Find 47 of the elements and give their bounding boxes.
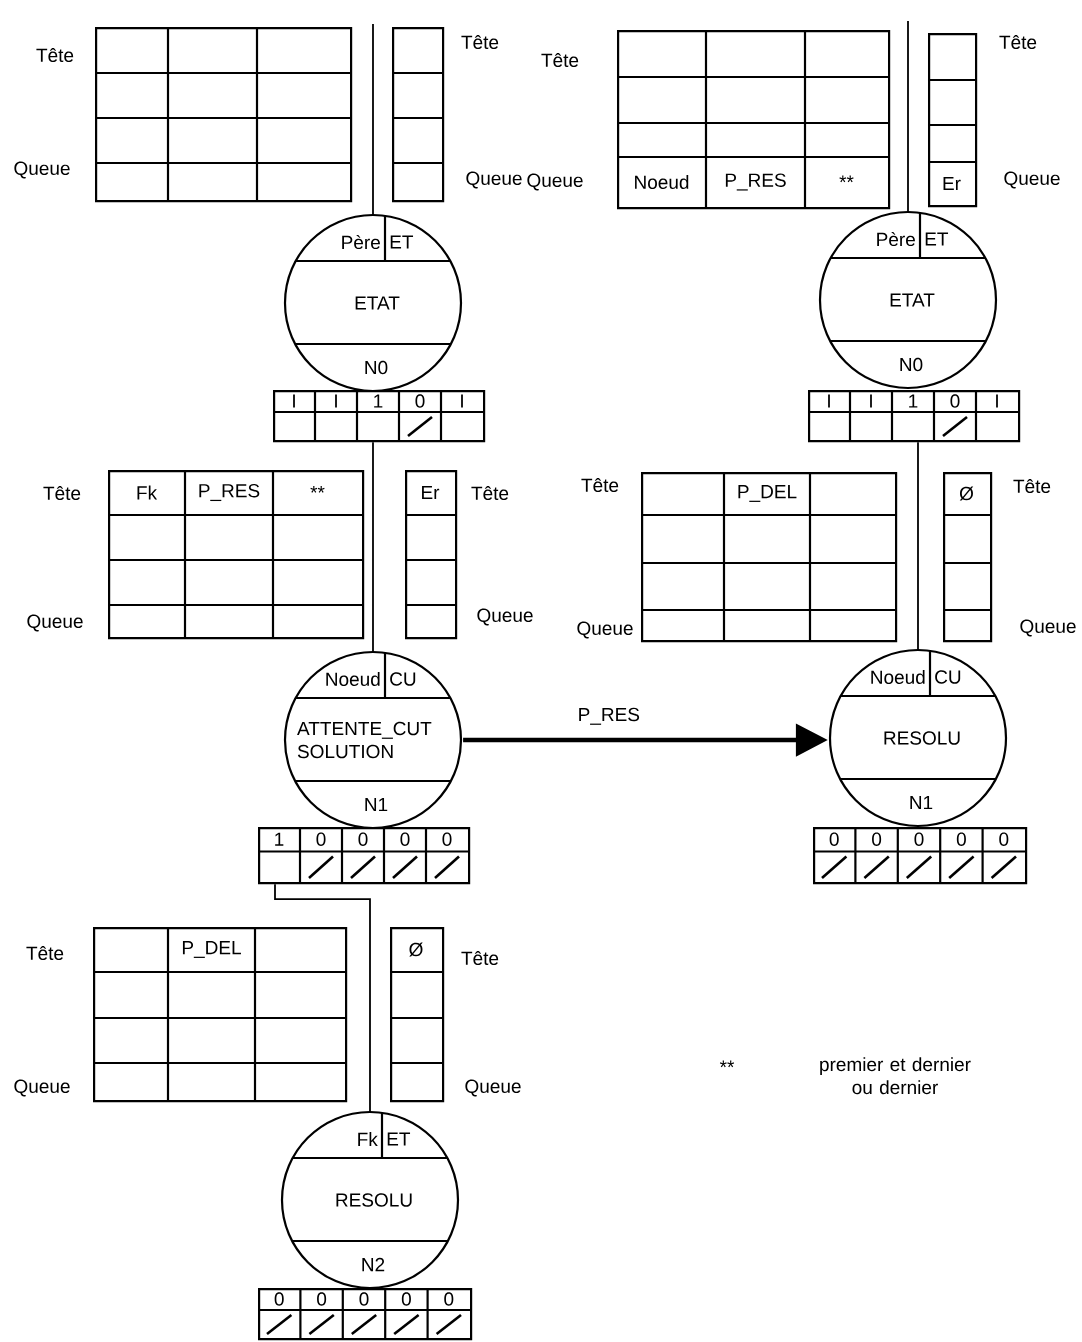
side-label: Tête (999, 35, 1037, 50)
footnote-text: premier et dernier ou dernier (820, 1057, 971, 1095)
bit-array: I I 1 0 I (808, 390, 1021, 443)
queue-column: Er (928, 33, 978, 208)
side-label: Queue (466, 171, 522, 189)
side-label: Queue (1004, 171, 1060, 189)
bit-array: I I 1 0 I (273, 390, 486, 443)
node-label: Fk (137, 485, 158, 500)
side-label: Queue (1020, 619, 1076, 637)
side-label: Queue (27, 614, 83, 632)
side-label: Tête (461, 951, 499, 965)
side-label: Tête (471, 486, 509, 500)
side-label: Tête (26, 946, 64, 960)
side-label: Queue (477, 608, 533, 626)
node-label: ** (310, 485, 325, 493)
queue-column: Er (405, 470, 458, 640)
side-label: Tête (461, 35, 499, 50)
connector-line (274, 883, 371, 1112)
connector-line (372, 441, 374, 652)
queue-column: Ø (390, 927, 445, 1103)
queue-table: Fk P_RES ** (108, 470, 365, 640)
bit-array: 1 0 0 0 0 (258, 827, 471, 885)
footnote-mark: ** (719, 1060, 735, 1068)
side-label: Tête (581, 478, 619, 492)
side-label: Queue (14, 161, 70, 179)
side-label: Queue (577, 621, 633, 639)
side-label: Queue (527, 173, 583, 191)
side-label: Queue (14, 1079, 70, 1097)
side-label: Tête (36, 48, 74, 62)
side-label: Tête (43, 486, 81, 500)
queue-table: Noeud P_RES ** (617, 30, 891, 210)
node-label: Noeud (635, 175, 689, 189)
node-label: P_RES (199, 483, 260, 502)
connector-line (907, 20, 909, 212)
node-label: ** (839, 175, 854, 183)
connector-line (917, 441, 919, 650)
side-label: Tête (541, 53, 579, 68)
side-label: Queue (465, 1079, 521, 1097)
connector-line (372, 23, 374, 215)
queue-table: P_DEL (641, 472, 898, 643)
side-label: Tête (1013, 479, 1051, 493)
bit-array: 0 0 0 0 0 (813, 827, 1028, 885)
bit-array: 0 0 0 0 0 (258, 1288, 473, 1341)
queue-table: P_DEL (93, 927, 348, 1103)
edge-label: P_RES (576, 706, 641, 726)
queue-column: Ø (943, 472, 993, 643)
node-label: P_RES (725, 173, 786, 191)
